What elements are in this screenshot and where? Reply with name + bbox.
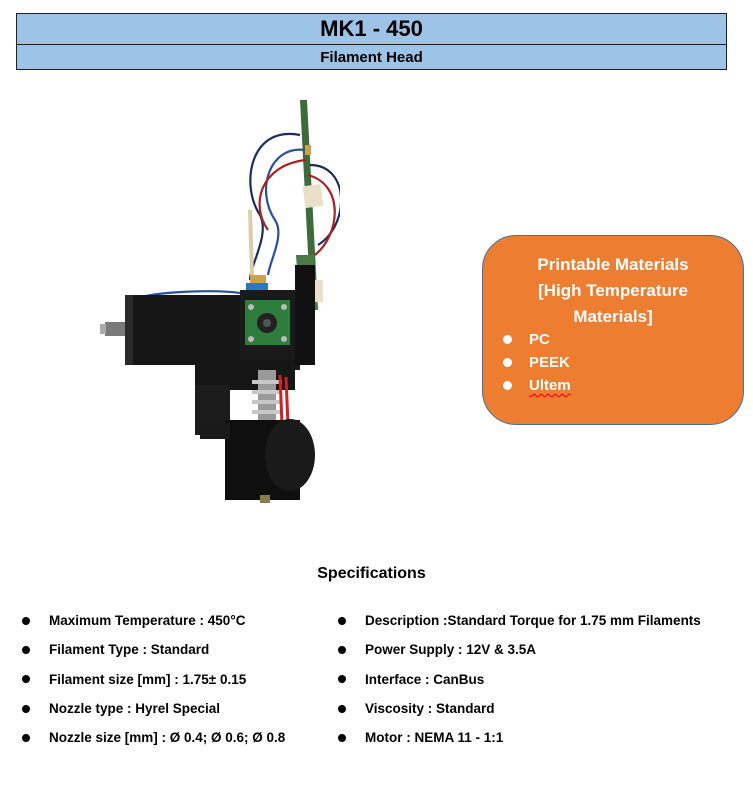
heat-break: [252, 370, 290, 430]
bullet-icon: [22, 675, 30, 684]
bullet-icon: [22, 645, 30, 654]
bullet-icon: [338, 645, 346, 654]
page-subtitle-text: Filament Head: [320, 48, 423, 66]
page-title: MK1 - 450: [16, 13, 727, 45]
materials-title-line-1: Printable Materials: [537, 255, 689, 274]
bullet-icon: [338, 675, 346, 684]
material-item: Ultem: [503, 374, 571, 397]
materials-list: PC PEEK Ultem: [503, 328, 571, 397]
material-item: PC: [503, 328, 571, 351]
bullet-icon: [503, 358, 512, 367]
spec-item: Nozzle size [mm] : Ø 0.4; Ø 0.6; Ø 0.8: [22, 723, 285, 752]
bullet-icon: [338, 616, 346, 625]
page-subtitle: Filament Head: [16, 45, 727, 70]
spec-item: Description :Standard Torque for 1.75 mm…: [338, 606, 701, 635]
spec-item: Maximum Temperature : 450°C: [22, 606, 285, 635]
hot-end-housing: [200, 419, 315, 503]
bullet-icon: [338, 733, 346, 742]
bullet-icon: [22, 733, 30, 742]
specifications-right-list: Description :Standard Torque for 1.75 mm…: [338, 606, 701, 752]
materials-title-line-3: Materials]: [573, 307, 653, 326]
materials-title: Printable Materials [High Temperature Ma…: [483, 252, 743, 330]
spec-item: Viscosity : Standard: [338, 694, 701, 723]
spec-item: Power Supply : 12V & 3.5A: [338, 635, 701, 664]
printable-materials-box: Printable Materials [High Temperature Ma…: [482, 235, 744, 425]
bullet-icon: [338, 704, 346, 713]
bullet-icon: [503, 381, 512, 390]
specifications-left-list: Maximum Temperature : 450°C Filament Typ…: [22, 606, 285, 752]
filament-head-photo: [100, 100, 340, 503]
spec-item: Motor : NEMA 11 - 1:1: [338, 723, 701, 752]
bullet-icon: [503, 335, 512, 344]
spec-item: Nozzle type : Hyrel Special: [22, 694, 285, 723]
spec-item: Filament Type : Standard: [22, 635, 285, 664]
stepper-motor: [100, 295, 245, 365]
sensor-board: [245, 300, 290, 345]
page-title-text: MK1 - 450: [320, 16, 423, 41]
specifications-heading: Specifications: [317, 565, 426, 582]
materials-title-line-2: [High Temperature: [538, 281, 688, 300]
spec-item: Interface : CanBus: [338, 665, 701, 694]
material-item: PEEK: [503, 351, 571, 374]
spec-item: Filament size [mm] : 1.75± 0.15: [22, 665, 285, 694]
bullet-icon: [22, 704, 30, 713]
bullet-icon: [22, 616, 30, 625]
